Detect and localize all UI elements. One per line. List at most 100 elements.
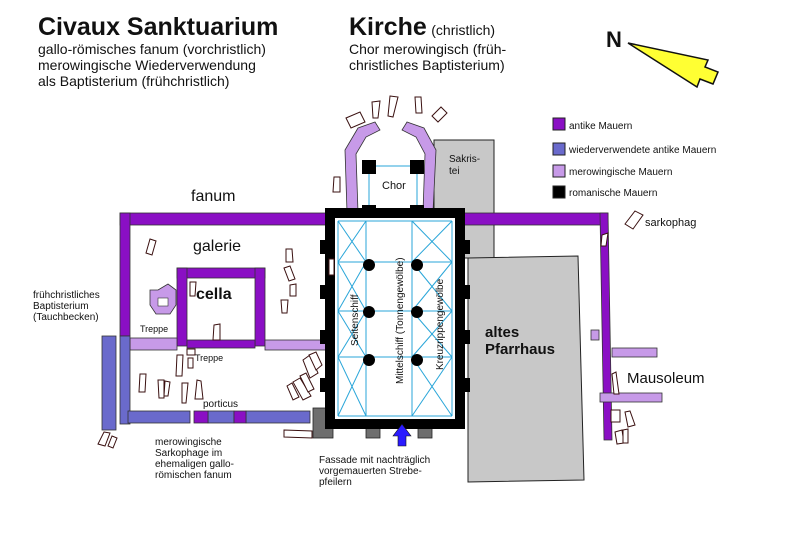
sarkophag-legend-icon	[624, 210, 644, 230]
wall-buttress	[456, 378, 470, 392]
wall-buttress	[456, 240, 470, 254]
label-porticus: porticus	[203, 399, 238, 410]
legend	[552, 117, 644, 230]
sarkophag-icon	[175, 354, 184, 377]
sarkophag-icon	[611, 371, 620, 395]
vault-line	[337, 310, 367, 358]
sarkophag-icon	[145, 238, 157, 256]
title-kirche: Kirche	[349, 13, 427, 41]
sarkophag-icon	[308, 351, 323, 371]
sarkophag-icon	[97, 431, 111, 447]
wall-buttress	[320, 240, 334, 254]
label-cella: cella	[196, 286, 232, 303]
label-fassade-3: pfeilern	[319, 477, 352, 488]
label-sakristei-2: tei	[449, 166, 460, 177]
reused-walls	[101, 335, 311, 431]
entrance-arrow-icon	[392, 423, 412, 447]
sarkophag-icon	[280, 299, 289, 314]
sarkophag-icon	[107, 435, 118, 449]
subtitle-chor-2: christliches Baptisterium)	[349, 57, 505, 73]
sarkophag-icon	[302, 354, 319, 379]
pillar	[411, 259, 423, 271]
sarkophag-icon	[283, 265, 296, 282]
label-fassade-1: Fassade mit nachträglich	[319, 455, 430, 466]
sarkophag-icon	[431, 106, 448, 123]
legend-label-merow: merowingische Mauern	[569, 167, 672, 178]
sarkophag-icon	[286, 382, 300, 401]
label-baptisterium-3: (Tauchbecken)	[33, 312, 99, 323]
vault-line	[337, 261, 367, 312]
wall-buttress	[320, 285, 334, 299]
sarkophag-icon	[283, 429, 313, 439]
label-baptisterium-1: frühchristliches	[33, 290, 100, 301]
pillar	[363, 259, 375, 271]
label-pfarrhaus-2: Pfarrhaus	[485, 341, 555, 358]
sarkophag-icon	[624, 410, 636, 428]
wall-buttress	[320, 330, 334, 344]
label-treppe-2: Treppe	[195, 353, 223, 363]
sarkophag-icon	[163, 380, 171, 397]
sarkophag-icon	[414, 96, 423, 114]
subtitle-chor: Chor merowingisch (früh-	[349, 41, 507, 57]
legend-swatch-antik	[552, 117, 566, 131]
sarkophag-icon	[610, 409, 621, 423]
sarkophag-icon	[187, 357, 194, 369]
vault-line	[411, 356, 453, 417]
sarkophag-icon	[186, 348, 196, 356]
sarkophag-icon	[289, 283, 297, 297]
sarkophag-icon	[345, 111, 366, 129]
sarkophag-icon	[212, 323, 221, 341]
vault-line	[411, 220, 453, 263]
label-galerie: galerie	[193, 238, 241, 255]
sarkophag-icon	[600, 232, 609, 247]
sarkophag-icon	[622, 428, 629, 444]
pillar	[363, 306, 375, 318]
sarkophag-icon	[138, 373, 147, 393]
pillar	[363, 354, 375, 366]
label-kreuzrippen: Kreuzrippengewölbe	[435, 278, 446, 370]
legend-swatch-merow	[552, 164, 566, 178]
legend-label-antik: antike Mauern	[569, 121, 632, 132]
label-mausoleum: Mausoleum	[627, 370, 705, 387]
title-kirche-group: Kirche (christlich)	[349, 14, 495, 40]
north-label: N	[606, 27, 622, 52]
sarkophag-icon	[157, 379, 165, 399]
label-sakristei-1: Sakris-	[449, 154, 480, 165]
subtitle-fanum: gallo-römisches fanum (vorchristlich)	[38, 41, 266, 57]
merow-walls	[129, 121, 663, 403]
romanesque-nave	[320, 208, 470, 429]
cella-wall	[176, 267, 266, 349]
label-sarkophage-1: merowingische	[155, 437, 222, 448]
sarkophag-icon	[189, 281, 197, 297]
sarkophag-icon	[387, 95, 399, 118]
label-sarkophage-4: römischen fanum	[155, 470, 232, 481]
legend-label-wieder: wiederverwendete antike Mauern	[568, 145, 716, 156]
wall-buttress	[456, 330, 470, 344]
vault-line	[411, 261, 453, 312]
vault-line	[337, 356, 367, 417]
sarkophag-icon	[371, 100, 381, 119]
sarkophag-icon	[328, 258, 335, 276]
label-sarkophage-2: Sarkophage im	[155, 448, 222, 459]
wall-buttress	[320, 378, 334, 392]
legend-swatch-wieder	[552, 142, 566, 156]
sarkophag-icon	[292, 377, 312, 401]
label-mittelschiff: Mittelschiff (Tonnengewölbe)	[395, 257, 406, 384]
sarkophag-icon	[181, 382, 189, 404]
label-fassade-2: vorgemauerten Strebe-	[319, 466, 422, 477]
legend-swatch-roman	[552, 185, 566, 199]
label-pfarrhaus-1: altes	[485, 324, 519, 341]
title-sanktuarium: Civaux Sanktuarium	[38, 13, 279, 41]
pfarrhaus-building	[467, 255, 585, 483]
sarcophagi-group	[97, 95, 636, 449]
sarkophag-icon	[285, 248, 294, 263]
fanum-wall	[119, 212, 613, 441]
wall-buttress	[456, 285, 470, 299]
label-treppe-1: Treppe	[140, 324, 168, 334]
subtitle-baptisterium: als Baptisterium (frühchristlich)	[38, 73, 230, 89]
legend-label-roman: romanische Mauern	[569, 188, 657, 199]
label-seitenschiff: Seitenschiff	[350, 294, 361, 346]
label-sarkophage-3: ehemaligen gallo-	[155, 459, 234, 470]
label-fanum: fanum	[191, 188, 235, 205]
